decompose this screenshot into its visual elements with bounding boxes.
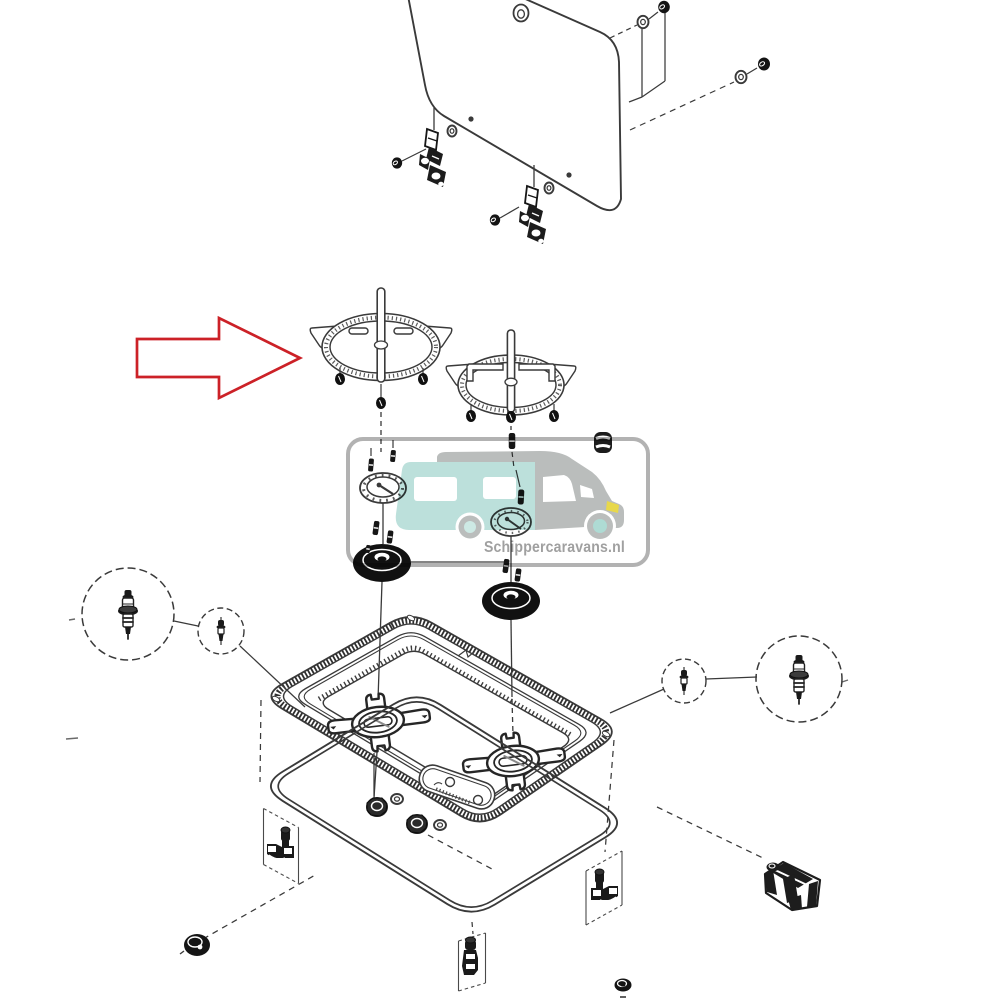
svg-text:Schippercaravans.nl: Schippercaravans.nl (484, 539, 625, 556)
